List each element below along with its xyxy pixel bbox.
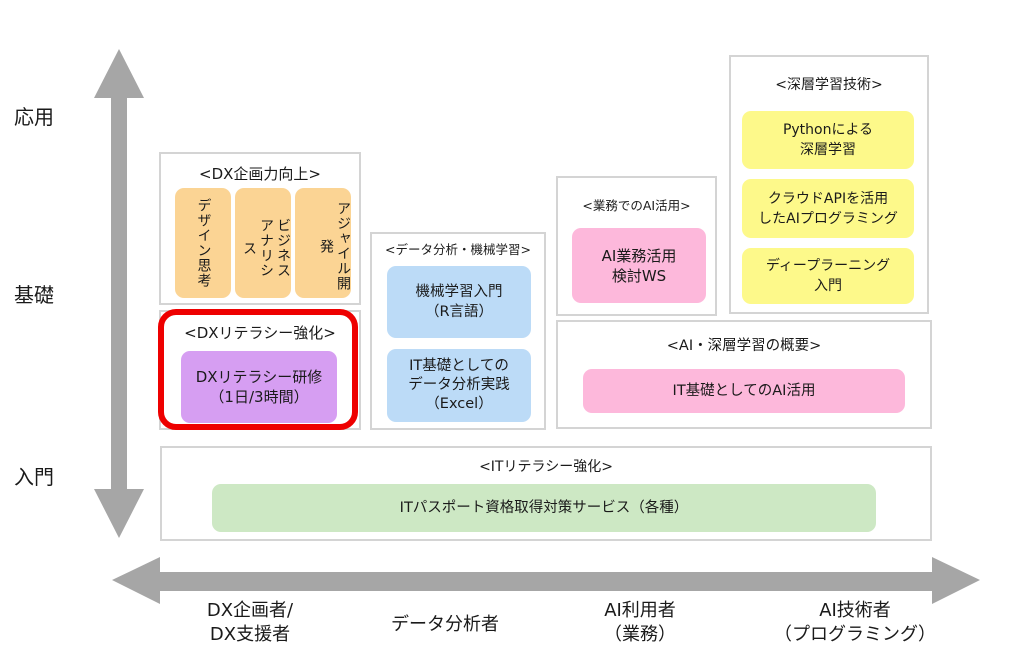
group-title: <ITリテラシー強化> <box>479 459 613 475</box>
role-label-line2: （プログラミング） <box>774 624 936 645</box>
course-label-line1: Pythonによる <box>782 122 874 138</box>
course-label: デザイン思考 <box>195 198 212 288</box>
role-label-ai-user: AI利用者 （業務） <box>580 599 700 647</box>
course-card-ml-intro[interactable]: 機械学習入門 （R言語） <box>387 266 531 338</box>
role-label-line1: DX企画者/ <box>206 600 294 621</box>
group-title: <業務でのAI活用> <box>582 198 691 213</box>
course-label-line1: クラウドAPIを活用 <box>767 190 889 207</box>
role-label-line2: DX支援者 <box>209 624 291 645</box>
course-label: アジャイル開発 <box>318 201 351 291</box>
course-card-it-basic-ai[interactable]: IT基礎としてのAI活用 <box>583 369 905 413</box>
role-label-line1: AI技術者 <box>819 600 891 621</box>
course-label: ITパスポート資格取得対策サービス（各種） <box>399 500 689 516</box>
level-label-intro: 入門 <box>14 465 54 489</box>
course-label-line1: ディープラーニング <box>765 258 891 274</box>
group-it-literacy: <ITリテラシー強化> ITパスポート資格取得対策サービス（各種） <box>160 446 932 541</box>
course-label-line2: データ分析実践 <box>408 377 510 393</box>
vertical-level-arrow <box>94 49 144 538</box>
course-card-design-thinking[interactable]: デザイン思考 <box>175 188 231 298</box>
course-card-python-deep-learning[interactable]: Pythonによる 深層学習 <box>742 111 914 169</box>
group-deep-learning: <深層学習技術> Pythonによる 深層学習 クラウドAPIを活用 したAIプ… <box>729 55 929 314</box>
role-label-line1: AI利用者 <box>604 600 676 621</box>
group-dx-literacy: <DXリテラシー強化> DXリテラシー研修 （1日/3時間） <box>159 310 361 430</box>
course-label-line2: （R言語） <box>424 304 494 320</box>
group-data-analysis: <データ分析・機械学習> 機械学習入門 （R言語） IT基礎としての データ分析… <box>370 232 546 430</box>
course-card-dx-literacy-training[interactable]: DXリテラシー研修 （1日/3時間） <box>181 351 337 423</box>
course-label-line2: 検討WS <box>611 266 667 285</box>
course-label-line1: DXリテラシー研修 <box>195 368 323 386</box>
course-label-line1: IT基礎としての <box>409 358 509 374</box>
group-dx-planning: <DX企画力向上> デザイン思考 ビジネスアナリシス アジャイル開発 <box>159 152 361 305</box>
course-card-agile[interactable]: アジャイル開発 <box>295 188 351 298</box>
role-label-line1: データ分析者 <box>391 614 499 635</box>
course-label-line1: 機械学習入門 <box>415 284 503 300</box>
course-card-cloud-api-ai[interactable]: クラウドAPIを活用 したAIプログラミング <box>742 179 914 238</box>
role-label-data-analyst: データ分析者 <box>370 613 520 637</box>
level-label-advanced: 応用 <box>14 105 54 129</box>
group-title: <DX企画力向上> <box>199 165 321 183</box>
course-label: ビジネスアナリシス <box>241 218 291 278</box>
group-title: <データ分析・機械学習> <box>385 242 531 257</box>
highlight-frame <box>158 309 358 430</box>
course-label-line2: 深層学習 <box>800 142 856 158</box>
course-label-line2: 入門 <box>814 278 842 294</box>
course-card-data-analysis-excel[interactable]: IT基礎としての データ分析実践 （Excel） <box>387 349 531 422</box>
course-card-it-passport[interactable]: ITパスポート資格取得対策サービス（各種） <box>212 484 876 532</box>
role-label-dx-planner: DX企画者/ DX支援者 <box>185 599 315 647</box>
course-label-line2: （1日/3時間） <box>209 388 309 406</box>
role-label-line2: （業務） <box>604 624 676 645</box>
level-label-basic: 基礎 <box>14 283 54 307</box>
course-label-line2: したAIプログラミング <box>758 210 898 227</box>
role-label-ai-engineer: AI技術者 （プログラミング） <box>755 599 955 647</box>
course-label: IT基礎としてのAI活用 <box>672 383 816 399</box>
course-label-line3: （Excel） <box>425 396 493 412</box>
course-card-ai-business-ws[interactable]: AI業務活用 検討WS <box>572 228 706 303</box>
course-card-business-analysis[interactable]: ビジネスアナリシス <box>235 188 291 298</box>
group-title: <深層学習技術> <box>775 77 883 93</box>
horizontal-role-arrow <box>112 557 980 604</box>
group-title: <AI・深層学習の概要> <box>666 338 822 354</box>
group-ai-overview: <AI・深層学習の概要> IT基礎としてのAI活用 <box>556 320 932 429</box>
course-card-deep-learning-intro[interactable]: ディープラーニング 入門 <box>742 248 914 304</box>
group-ai-business: <業務でのAI活用> AI業務活用 検討WS <box>556 176 717 316</box>
group-title: <DXリテラシー強化> <box>184 324 336 342</box>
course-label-line1: AI業務活用 <box>601 246 677 265</box>
